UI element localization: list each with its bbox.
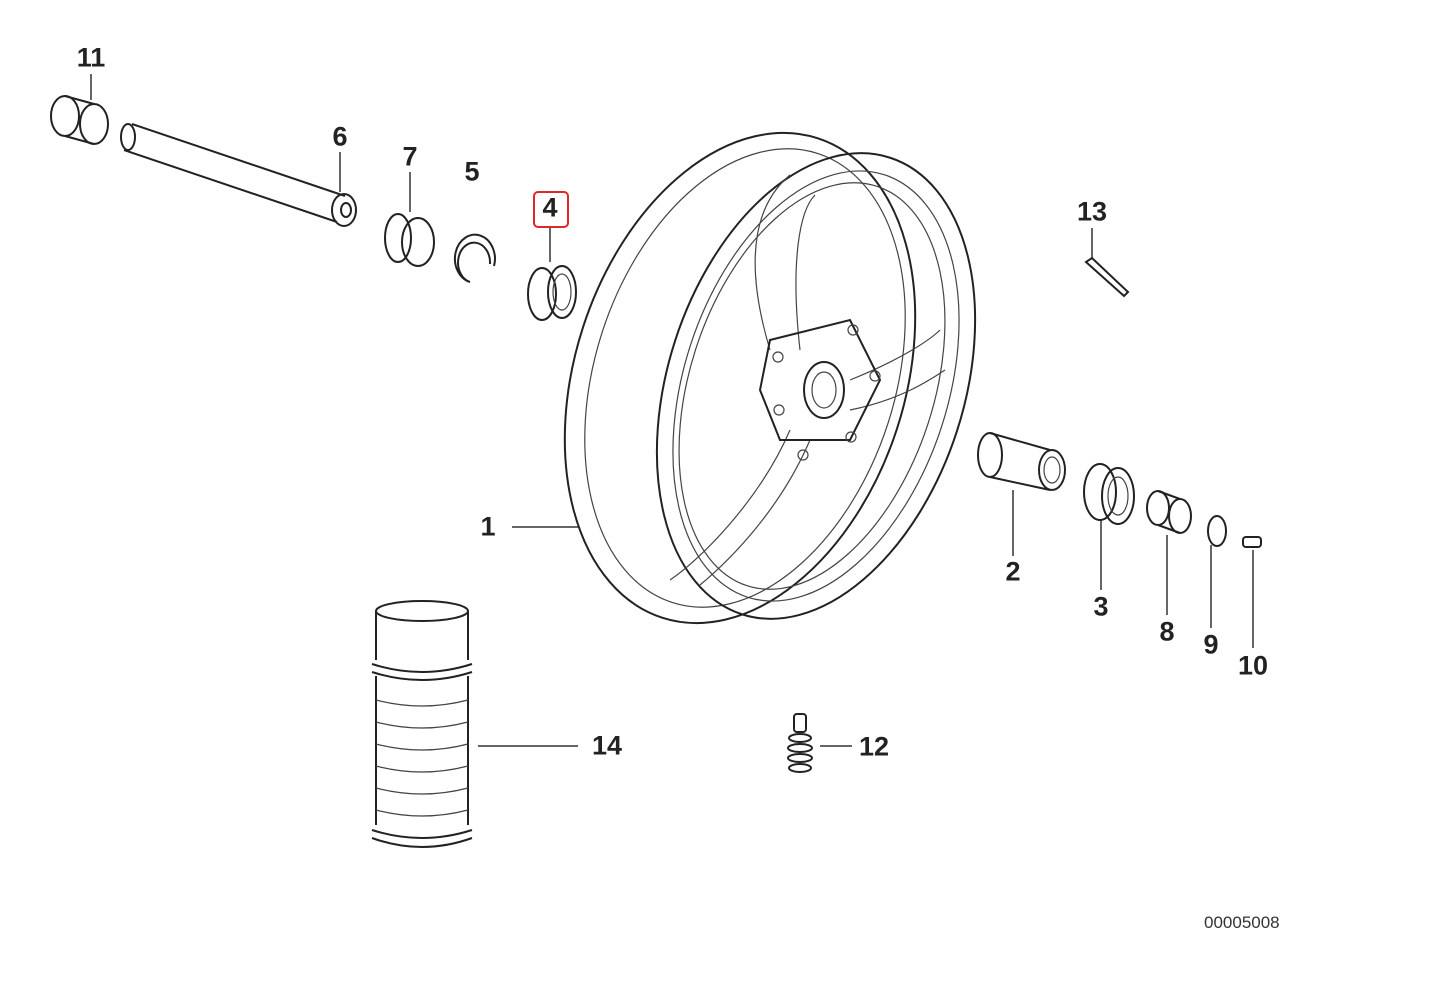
label-part-5[interactable]: 5: [464, 156, 480, 187]
part-11-sleeve[interactable]: [50, 95, 109, 145]
part-7-spacer[interactable]: [384, 213, 435, 267]
part-6-axle[interactable]: [120, 123, 357, 227]
part-5-circlip[interactable]: [453, 233, 496, 283]
part-9-washer[interactable]: [1207, 515, 1227, 547]
label-part-3[interactable]: 3: [1093, 591, 1109, 622]
label-part-13[interactable]: 13: [1076, 196, 1108, 227]
leader-lines: [90, 74, 1254, 747]
part-2-spacer-sleeve[interactable]: [977, 432, 1066, 491]
part-1-wheel[interactable]: [505, 87, 1031, 668]
part-12-valve[interactable]: [787, 713, 813, 773]
label-part-8[interactable]: 8: [1159, 616, 1175, 647]
part-10-screw[interactable]: [1242, 536, 1262, 548]
label-part-12[interactable]: 12: [858, 731, 890, 762]
diagram-id: 00005008: [1204, 913, 1280, 932]
part-3-bearing[interactable]: [1083, 463, 1135, 525]
label-part-2[interactable]: 2: [1005, 556, 1021, 587]
part-14-protective-sleeve[interactable]: [371, 600, 473, 848]
label-part-9[interactable]: 9: [1203, 629, 1219, 660]
highlight-box-part-4: [533, 191, 569, 228]
part-8-bush[interactable]: [1146, 490, 1192, 534]
label-part-7[interactable]: 7: [402, 141, 418, 172]
label-part-4[interactable]: 4: [542, 192, 558, 223]
part-4-bearing[interactable]: [527, 265, 577, 321]
label-part-1[interactable]: 1: [480, 511, 496, 542]
label-part-14[interactable]: 14: [591, 730, 623, 761]
label-part-10[interactable]: 10: [1237, 650, 1269, 681]
part-13-balance-weight[interactable]: [1084, 256, 1130, 298]
label-part-6[interactable]: 6: [332, 121, 348, 152]
label-part-11[interactable]: 11: [76, 42, 106, 73]
